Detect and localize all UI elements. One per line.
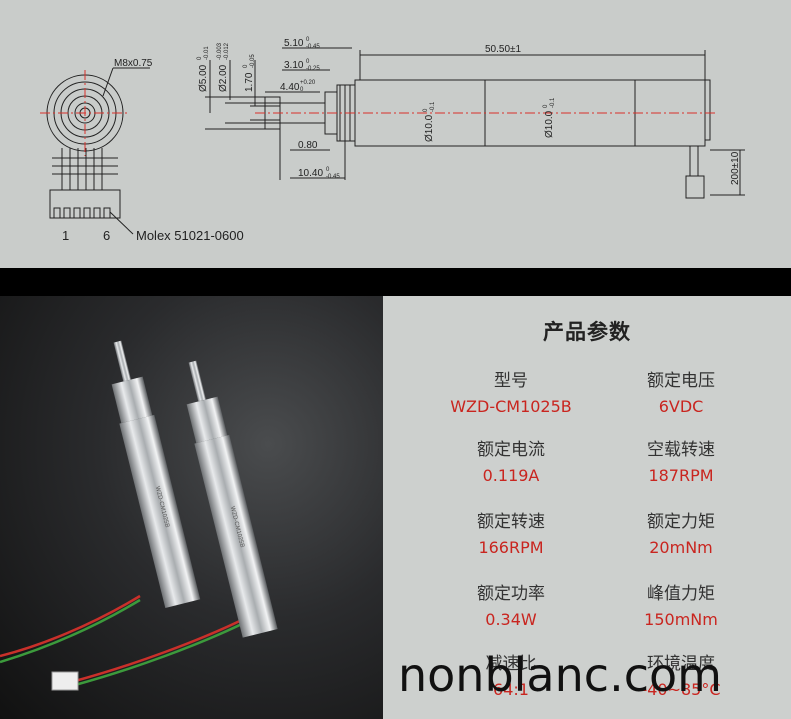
dim-dia-10a-tol-upper: 0: [423, 108, 429, 112]
spec-ambient-temperature: 环境温度 -40~85°C: [581, 649, 781, 699]
spec-title: 产品参数: [543, 320, 631, 344]
dim-080: 0.80: [298, 140, 318, 151]
watermark: nonblanc.com: [398, 648, 722, 702]
motor-2: WZD-CM1025B: [186, 360, 278, 638]
dim-310-tol-upper: 0: [306, 59, 310, 65]
product-photo: WZD-CM1025B WZD-CM1025B: [0, 296, 383, 719]
spec-value: 64:1: [493, 680, 529, 699]
dim-d170-tol-lower: -0.05: [250, 54, 256, 68]
motor-1: WZD-CM1025B: [111, 340, 201, 608]
dim-d5-tol-lower: -0.01: [204, 46, 210, 60]
spec-label: 空载转速: [647, 440, 715, 460]
spec-label: 峰值力矩: [647, 584, 715, 604]
spec-value: 150mNm: [644, 610, 718, 629]
spec-value: WZD-CM1025B: [450, 397, 572, 416]
spec-label: 额定电流: [477, 440, 545, 460]
drawing-svg: M8x0.75 1 6 Molex 51021-0600 Ø5.00 0 -0.…: [40, 37, 745, 243]
spec-reduction-ratio: 减速比 64:1: [411, 649, 611, 699]
spec-value: 0.119A: [482, 466, 540, 485]
dim-510: 5.10: [284, 38, 304, 49]
motor-wires: [0, 594, 251, 687]
spec-value: -40~85°C: [641, 680, 721, 699]
spec-value: 166RPM: [478, 538, 544, 557]
dim-310: 3.10: [284, 60, 304, 71]
spec-label: 减速比: [485, 654, 537, 674]
spec-value: 6VDC: [658, 397, 704, 416]
dim-1040-tol-lower: -0.45: [326, 174, 340, 180]
dim-d5: Ø5.00: [198, 64, 209, 92]
spec-label: 额定电压: [647, 371, 715, 391]
connector-label: Molex 51021-0600: [136, 228, 244, 243]
spec-rated-power: 额定功率 0.34W: [411, 579, 611, 629]
dim-1040: 10.40: [298, 168, 323, 179]
spec-rated-voltage: 额定电压 6VDC: [581, 366, 781, 416]
dim-d170: 1.70: [244, 72, 255, 92]
centerlines: [40, 70, 715, 156]
spec-value: 187RPM: [648, 466, 714, 485]
spec-label: 型号: [494, 371, 528, 391]
dim-d5-tol-upper: 0: [197, 56, 203, 60]
dim-dia-10b-tol-upper: 0: [543, 104, 549, 108]
spec-label: 环境温度: [647, 654, 715, 674]
spec-rated-torque: 额定力矩 20mNm: [581, 507, 781, 557]
spec-value: 20mNm: [649, 538, 713, 557]
spec-label: 额定转速: [477, 512, 545, 532]
dim-510-tol-upper: 0: [306, 37, 310, 43]
spec-label: 额定力矩: [647, 512, 715, 532]
technical-drawing: M8x0.75 1 6 Molex 51021-0600 Ø5.00 0 -0.…: [0, 0, 791, 268]
dim-440-tol-lower: 0: [300, 87, 304, 93]
dim-lead-length: 200±10: [730, 151, 741, 185]
dim-d170-tol-upper: 0: [243, 64, 249, 68]
dim-440-tol-upper: +0.20: [300, 80, 316, 86]
dim-total-length: 50.50±1: [485, 44, 522, 55]
spec-no-load-speed: 空载转速 187RPM: [581, 435, 781, 485]
dim-440: 4.40: [280, 82, 300, 93]
dim-dia-10b-tol-lower: -0.1: [550, 97, 556, 108]
dim-d2-tol-upper: -0.003: [217, 42, 223, 60]
spec-model: 型号 WZD-CM1025B: [411, 366, 611, 416]
spec-value: 0.34W: [485, 610, 537, 629]
dim-310-tol-lower: -0.25: [306, 66, 320, 72]
pin-right-label: 6: [103, 228, 110, 243]
spec-label: 额定功率: [477, 584, 545, 604]
pin-left-label: 1: [62, 228, 69, 243]
end-view: [46, 67, 150, 235]
spec-peak-torque: 峰值力矩 150mNm: [581, 579, 781, 629]
photo-svg: WZD-CM1025B WZD-CM1025B: [0, 340, 278, 691]
spec-rated-speed: 额定转速 166RPM: [411, 507, 611, 557]
thread-label: M8x0.75: [114, 58, 153, 69]
dim-dia-10b: Ø10.0: [544, 110, 555, 138]
spec-panel: 产品参数 型号 WZD-CM1025B 额定电压 6VDC 额定电流 0.119…: [383, 296, 791, 719]
connector-plug: [51, 671, 79, 691]
dim-d2: Ø2.00: [218, 64, 229, 92]
separator-band: [0, 268, 791, 296]
dim-510-tol-lower: -0.45: [306, 44, 320, 50]
dim-dia-10a: Ø10.0: [424, 114, 435, 142]
dim-1040-tol-upper: 0: [326, 167, 330, 173]
dim-d2-tol-lower: -0.012: [224, 42, 230, 60]
dim-dia-10a-tol-lower: -0.1: [430, 101, 436, 112]
spec-rated-current: 额定电流 0.119A: [411, 435, 611, 485]
